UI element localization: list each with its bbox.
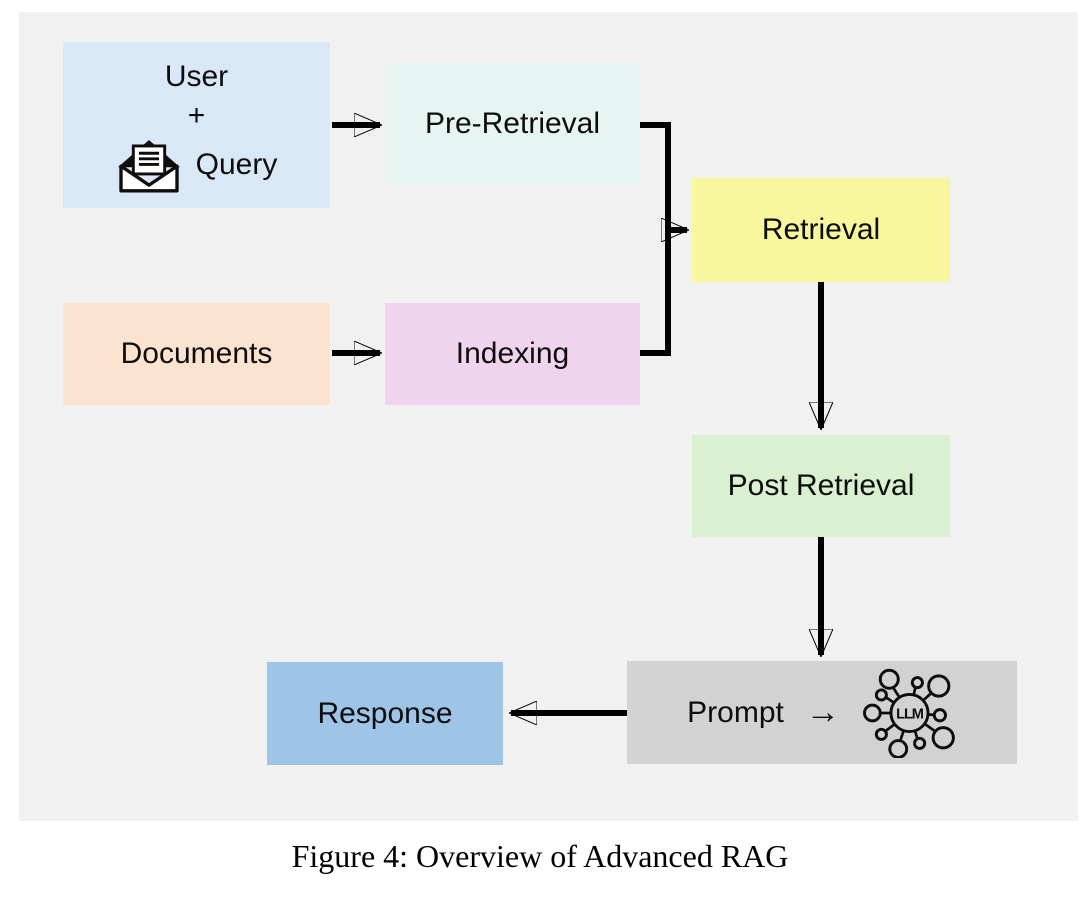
retrieval-label: Retrieval bbox=[761, 213, 881, 247]
node-documents: Documents bbox=[63, 303, 330, 405]
documents-label: Documents bbox=[120, 337, 273, 371]
figure-caption: Figure 4: Overview of Advanced RAG bbox=[291, 838, 789, 874]
node-pre-retrieval: Pre-Retrieval bbox=[385, 63, 640, 185]
user-query-line2: + bbox=[187, 99, 206, 132]
indexing-label: Indexing bbox=[455, 337, 570, 371]
node-post-retrieval: Post Retrieval bbox=[692, 435, 950, 537]
prompt-arrow-glyph: → bbox=[805, 693, 840, 732]
connectors-layer bbox=[332, 12, 1078, 821]
diagram-panel: User + Query Pre-Retrieval Retrieval bbox=[19, 12, 1078, 821]
edge-merge-bus bbox=[640, 122, 671, 356]
response-label: Response bbox=[317, 696, 453, 730]
llm-network-icon: LLM bbox=[862, 668, 955, 758]
llm-icon-label: LLM bbox=[896, 706, 924, 722]
prompt-label: Prompt bbox=[687, 695, 784, 729]
node-retrieval: Retrieval bbox=[692, 178, 950, 282]
node-response: Response bbox=[267, 662, 503, 765]
node-indexing: Indexing bbox=[385, 303, 640, 405]
user-query-line1: User bbox=[164, 59, 229, 93]
mail-icon bbox=[117, 139, 180, 192]
user-query-line3: Query bbox=[195, 147, 278, 181]
post-retrieval-label: Post Retrieval bbox=[727, 469, 915, 503]
node-user-query: User + Query bbox=[63, 42, 330, 208]
node-prompt-llm: Prompt → bbox=[627, 661, 1017, 764]
pre-retrieval-label: Pre-Retrieval bbox=[424, 107, 601, 141]
